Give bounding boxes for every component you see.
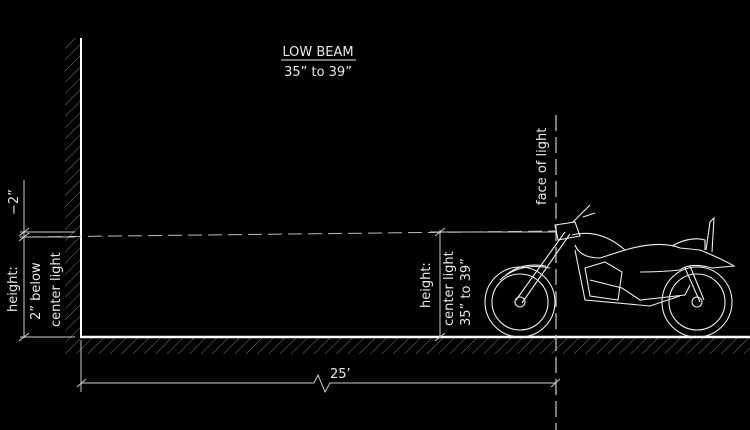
left-label-3: center light <box>49 252 64 327</box>
title-line2: 35” to 39” <box>284 65 352 80</box>
wall-hatch <box>65 38 80 338</box>
right-label-2: center light <box>442 251 457 326</box>
left-offset-label: −2” <box>7 189 22 215</box>
right-label-1: height: <box>419 262 434 308</box>
left-label-2: 2” below <box>29 262 44 320</box>
face-of-light-label: face of light <box>535 128 550 205</box>
left-dimension <box>18 180 75 342</box>
distance-label: 25’ <box>330 367 351 382</box>
motorcycle-drawing <box>484 204 736 338</box>
left-label-1: height: <box>6 266 21 312</box>
distance-dimension <box>76 340 561 394</box>
right-label-3: 35” to 39” <box>459 258 474 326</box>
right-dimension <box>430 227 556 342</box>
title-line1: LOW BEAM <box>282 45 353 60</box>
ground-hatch <box>65 338 750 354</box>
